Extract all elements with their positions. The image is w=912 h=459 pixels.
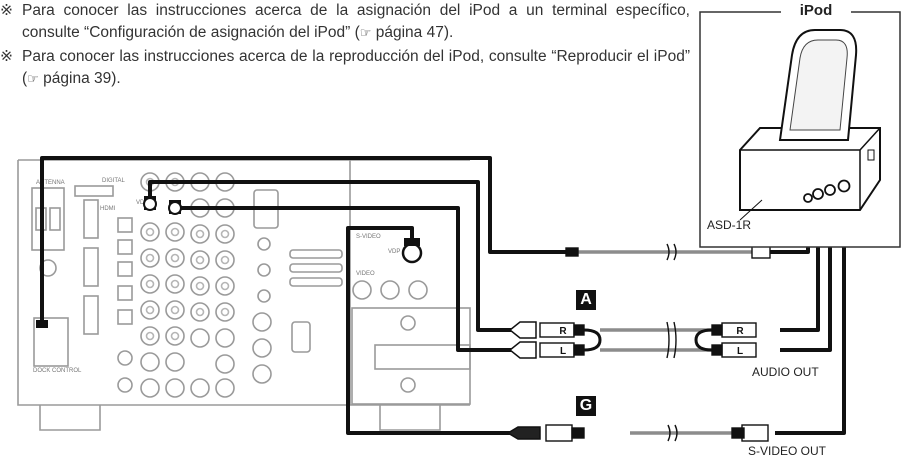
panel-markings: ANTENNA HDMI DIGITAL VDP VDP S-VIDEO VID… <box>36 178 400 277</box>
plug-l-label: L <box>737 346 743 357</box>
connection-arrows <box>506 321 541 440</box>
audio-out-label: AUDIO OUT <box>752 365 819 379</box>
svg-text:ANTENNA: ANTENNA <box>36 180 65 186</box>
cable-break-marks <box>666 243 678 442</box>
plug-r-label: R <box>559 326 567 337</box>
note-assignment: ※ Para conocer las instrucciones acerca … <box>0 2 690 41</box>
svideo-out-label: S-VIDEO OUT <box>748 444 827 458</box>
note-playback-text: Para conocer las instrucciones acerca de… <box>22 48 690 87</box>
grey-cables <box>575 250 752 435</box>
dock-model-label: ASD-1R <box>707 218 752 232</box>
plug-l-label: L <box>560 346 566 357</box>
reference-mark: ※ <box>0 2 13 19</box>
svg-text:VDP: VDP <box>388 249 400 255</box>
svg-text:VIDEO: VIDEO <box>356 271 375 277</box>
plug-r-label: R <box>736 326 744 337</box>
page-ref: página 39 <box>43 70 112 87</box>
note-assignment-text: Para conocer las instrucciones acerca de… <box>22 2 690 41</box>
note-playback: ※ Para conocer las instrucciones acerca … <box>0 48 690 87</box>
rca-plugs <box>539 245 771 442</box>
reference-mark: ※ <box>0 48 13 65</box>
receiver-rear-panel <box>17 159 471 431</box>
page-ref: página 47 <box>375 24 444 41</box>
ipod-box <box>699 11 901 248</box>
hand-pointer-icon: ☞ <box>27 72 39 87</box>
instructions: ※ Para conocer las instrucciones acerca … <box>0 0 690 92</box>
svg-text:DIGITAL: DIGITAL <box>102 178 126 184</box>
dock-control-label: DOCK CONTROL <box>33 368 82 374</box>
hand-pointer-icon: ☞ <box>359 26 372 41</box>
receiver-plugs <box>36 196 423 328</box>
connection-label-g: G <box>576 396 596 416</box>
svg-text:S-VIDEO: S-VIDEO <box>356 234 381 240</box>
ipod-box-title: iPod <box>781 2 851 19</box>
connection-label-a: A <box>576 290 596 310</box>
vdp-panel-label: VDP <box>136 200 148 206</box>
svg-text:HDMI: HDMI <box>100 206 116 212</box>
